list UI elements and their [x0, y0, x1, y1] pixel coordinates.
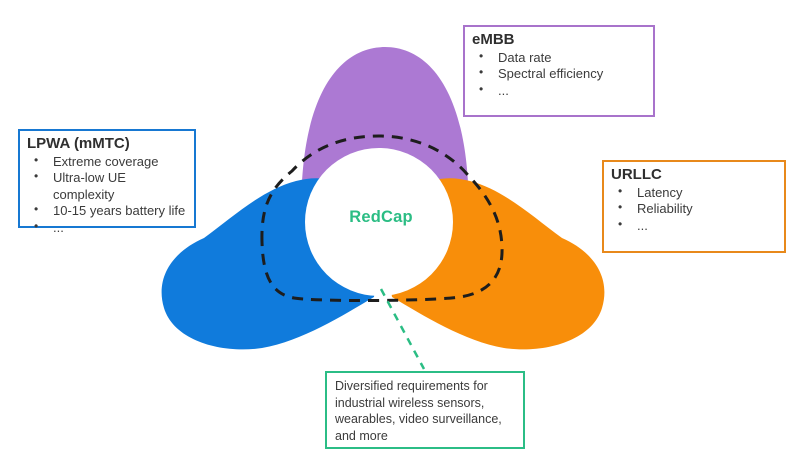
- center-circle: [305, 148, 453, 296]
- lpwa-bullet-list: Extreme coverage Ultra-low UE complexity…: [26, 153, 186, 236]
- note-box: Diversified requirements for industrial …: [325, 371, 525, 449]
- embb-title: eMBB: [472, 31, 515, 48]
- lpwa-box: LPWA (mMTC) Extreme coverage Ultra-low U…: [18, 129, 196, 235]
- bullet-item: ...: [610, 217, 776, 234]
- urllc-bullet-list: Latency Reliability ...: [610, 184, 776, 234]
- dashed-boundary: [260, 134, 504, 303]
- lpwa-title: LPWA (mMTC): [27, 135, 130, 152]
- bullet-item: Spectral efficiency: [471, 65, 645, 82]
- note-text: Diversified requirements for industrial …: [335, 379, 502, 443]
- urllc-title: URLLC: [611, 166, 662, 183]
- center-label: RedCap: [349, 208, 413, 226]
- bullet-item: ...: [26, 218, 186, 236]
- bullet-item: 10-15 years battery life: [26, 202, 186, 219]
- note-connector-line: [379, 288, 426, 370]
- bullet-item: Data rate: [471, 49, 645, 66]
- bullet-item: Ultra-low UE complexity: [26, 169, 186, 203]
- embb-box: eMBB Data rate Spectral efficiency ...: [463, 25, 655, 117]
- urllc-box: URLLC Latency Reliability ...: [602, 160, 786, 253]
- bullet-item: Extreme coverage: [26, 153, 186, 170]
- bullet-item: ...: [471, 82, 645, 99]
- embb-bullet-list: Data rate Spectral efficiency ...: [471, 49, 645, 99]
- bullet-item: Latency: [610, 184, 776, 201]
- bullet-item: Reliability: [610, 200, 776, 217]
